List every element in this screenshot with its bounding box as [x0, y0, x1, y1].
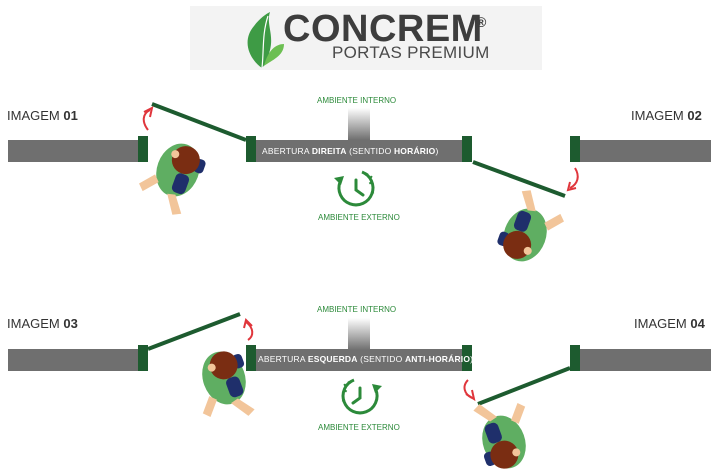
- wall-segment-1: [8, 140, 140, 162]
- door-frame: [246, 136, 256, 162]
- door-leaf: [472, 160, 566, 198]
- swing-arrow-icon: [569, 167, 579, 189]
- door-frame: [570, 345, 580, 371]
- swing-arrow-icon: [245, 321, 254, 341]
- registered-mark: ®: [476, 14, 487, 30]
- door-leaf: [147, 312, 241, 351]
- wall-segment-3: [8, 349, 140, 371]
- bottom-caption: ABERTURA ESQUERDA (SENTIDO ANTI-HORÁRIO): [258, 354, 474, 364]
- scene-label-04: IMAGEM 04: [634, 316, 705, 331]
- door-frame: [570, 136, 580, 162]
- scene-label-02: IMAGEM 02: [631, 108, 702, 123]
- swing-arrow-icon: [142, 109, 151, 131]
- leaf-logo-icon: [247, 12, 284, 69]
- person-figure: [493, 185, 571, 272]
- scene-label-01: IMAGEM 01: [7, 108, 78, 123]
- door-frame: [138, 136, 148, 162]
- brand-name: CONCREM: [283, 8, 483, 50]
- wall-segment-center: [254, 140, 462, 162]
- wall-segment-center: [254, 349, 462, 371]
- wall-segment-2: [578, 140, 711, 162]
- door-frame: [462, 136, 472, 162]
- brand-tagline: PORTAS PREMIUM: [332, 43, 490, 62]
- wall-segment-4: [578, 349, 711, 371]
- top-interior-label: AMBIENTE INTERNO: [317, 96, 397, 105]
- door-frame: [462, 345, 472, 371]
- counterclockwise-clock-icon: [341, 378, 382, 415]
- wall-stub: [348, 318, 370, 350]
- top-exterior-label: AMBIENTE EXTERNO: [318, 213, 400, 222]
- bottom-exterior-label: AMBIENTE EXTERNO: [318, 423, 400, 432]
- wall-stub: [348, 108, 370, 140]
- clockwise-clock-icon: [334, 170, 375, 207]
- scene-label-03: IMAGEM 03: [7, 316, 78, 331]
- door-frame: [138, 345, 148, 371]
- door-leaf: [477, 366, 571, 406]
- top-caption: ABERTURA DIREITA (SENTIDO HORÁRIO): [262, 146, 439, 156]
- bottom-interior-label: AMBIENTE INTERNO: [317, 305, 397, 314]
- door-leaf: [151, 102, 247, 142]
- door-frame: [246, 345, 256, 371]
